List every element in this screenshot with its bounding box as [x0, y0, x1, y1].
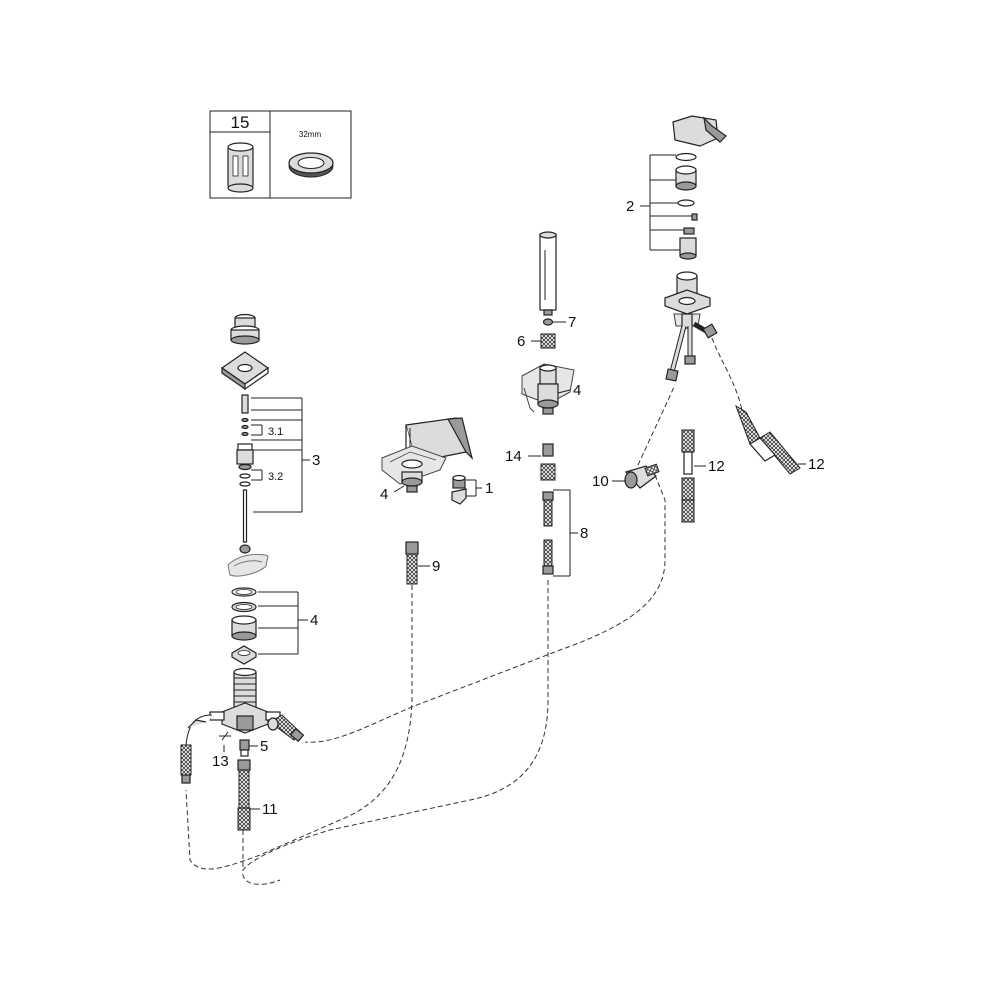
callout-11: 11 — [262, 801, 278, 818]
mixer-inlet-tubes — [665, 321, 718, 382]
cartridge-tool-icon — [227, 142, 254, 193]
mixer-assembly — [624, 115, 801, 523]
shower-holder — [521, 363, 575, 415]
callout-1: 1 — [485, 480, 493, 497]
mixer-handle — [672, 115, 727, 147]
callout-13: 13 — [212, 753, 229, 770]
part-12-hose-center — [681, 429, 695, 523]
spout-mount-plate — [381, 445, 447, 485]
callout-3-1: 3.1 — [268, 426, 283, 438]
callout-3: 3 — [312, 452, 320, 469]
callout-2: 2 — [626, 198, 634, 215]
callout-6: 6 — [517, 333, 525, 350]
part-5-nozzle — [239, 739, 250, 757]
part-12-hose-right — [735, 404, 801, 475]
valve-body — [209, 702, 281, 734]
diverter-knob — [230, 313, 260, 345]
callout-4-left: 4 — [310, 612, 318, 629]
callout-9: 9 — [432, 558, 440, 575]
part-15-label: 15 — [231, 113, 250, 132]
callout-8: 8 — [580, 525, 588, 542]
part-6-nut — [540, 333, 556, 349]
leader-lines — [223, 154, 806, 810]
part-1-aerator — [451, 474, 467, 505]
hand-shower-assembly — [521, 231, 575, 575]
callout-10: 10 — [592, 473, 609, 490]
spout-base — [401, 471, 423, 493]
part-13-screw — [219, 731, 231, 741]
part-7-washer — [542, 318, 554, 326]
callout-4-spout: 4 — [380, 486, 388, 503]
callout-12-center: 12 — [708, 458, 725, 475]
callout-14: 14 — [505, 448, 522, 465]
diverter-assembly — [180, 313, 305, 831]
callout-7: 7 — [568, 314, 576, 331]
part-14-adapter — [540, 443, 556, 481]
cartridge-stack — [236, 394, 254, 554]
part-9-hose-end — [405, 541, 419, 585]
spare-parts-box: 15 32mm — [209, 110, 352, 199]
size-32mm-label: 32mm — [299, 130, 322, 139]
mixer-body — [664, 271, 711, 329]
right-angled-connector — [267, 714, 305, 743]
part-10-elbow — [624, 463, 660, 489]
part-8-connector — [542, 491, 554, 575]
hand-shower — [539, 231, 557, 316]
callout-5: 5 — [260, 738, 268, 755]
left-elbow-hose — [180, 714, 213, 784]
cartridge-parts-2 — [675, 152, 698, 260]
mounting-rings — [231, 587, 257, 665]
threaded-shank — [233, 667, 257, 709]
seal-ring-icon — [288, 152, 334, 178]
callout-3-2: 3.2 — [268, 471, 283, 483]
diverter-plate — [220, 351, 270, 391]
part-11-hose — [237, 759, 251, 831]
spout-assembly — [381, 417, 474, 585]
callout-4-shower: 4 — [573, 382, 581, 399]
callout-labels: 3 3.1 3.2 4 5 13 11 4 1 9 7 6 4 14 8 2 1… — [212, 198, 825, 818]
callout-12-right: 12 — [808, 456, 825, 473]
hose-routing-lines — [185, 337, 743, 885]
mounting-clip — [227, 553, 269, 577]
